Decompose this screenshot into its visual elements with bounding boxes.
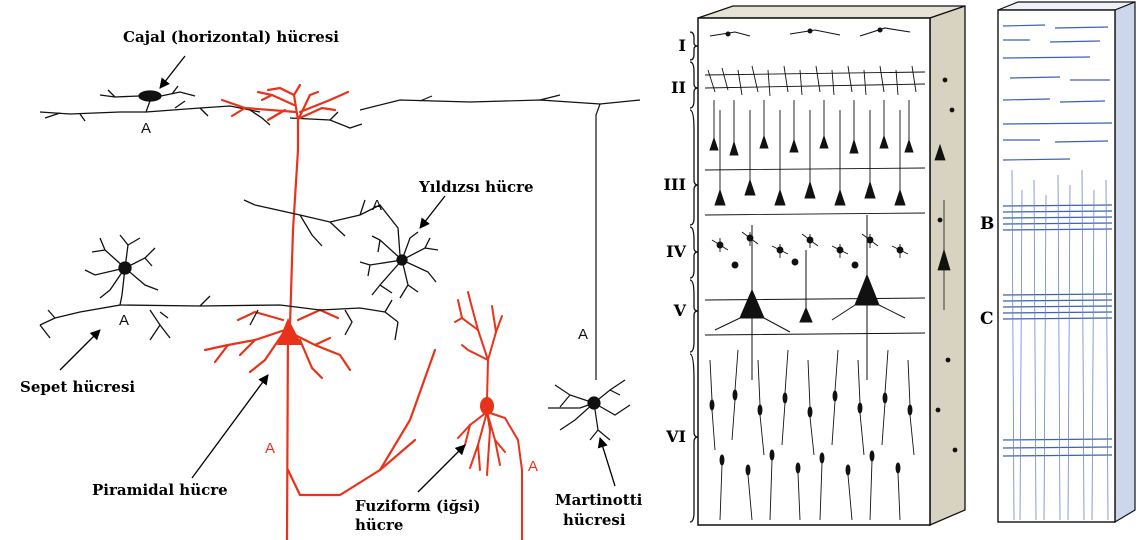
martinotti-cell: [360, 95, 640, 440]
stellate-cell: [244, 200, 438, 298]
layer-label-iv: IV: [656, 243, 686, 261]
fiber-block-front: [998, 10, 1115, 522]
martinotti-cell-label-line1: Martinotti: [555, 491, 642, 509]
fusiform-cell-label-line2: hücre: [355, 516, 403, 534]
block-front-face: [698, 18, 930, 525]
layer-label-i: I: [656, 37, 686, 55]
layer-brackets: [690, 32, 698, 522]
basket-cell-label: Sepet hücresi: [20, 378, 135, 396]
basket-cell: [40, 235, 398, 340]
martinotti-cell-label-line2: hücresi: [563, 511, 626, 529]
axon-marker-fusiform: A: [528, 459, 538, 475]
fiber-band-label-b: B: [980, 214, 994, 234]
fiber-band-label-c: C: [980, 309, 994, 329]
cortex-layers-block: [690, 6, 965, 525]
cajal-cell-label: Cajal (horizontal) hücresi: [123, 28, 339, 46]
layer-label-v: V: [656, 302, 686, 320]
pyramidal-cell: [205, 85, 435, 540]
fusiform-soma: [480, 397, 494, 415]
axon-marker-cajal: A: [141, 121, 151, 137]
layer-label-iii: III: [656, 176, 686, 194]
fusiform-cell-label-line1: Fuziform (iğsi): [355, 497, 481, 515]
neuron-types-panel: [40, 56, 640, 540]
axon-marker-pyramidal: A: [265, 441, 275, 457]
block-top-face: [698, 6, 965, 18]
fiber-block-side: [1115, 2, 1135, 522]
layer-label-ii: II: [656, 79, 686, 97]
axon-marker-martinotti: A: [578, 327, 588, 343]
axon-marker-basket: A: [119, 313, 129, 329]
stellate-cell-label: Yıldızsı hücre: [419, 178, 534, 196]
fiber-block: [998, 2, 1135, 522]
pyramidal-cell-label: Piramidal hücre: [92, 481, 228, 499]
axon-marker-stellate: A: [372, 198, 382, 214]
layer-label-vi: VI: [656, 428, 686, 446]
fiber-block-top: [998, 2, 1135, 10]
